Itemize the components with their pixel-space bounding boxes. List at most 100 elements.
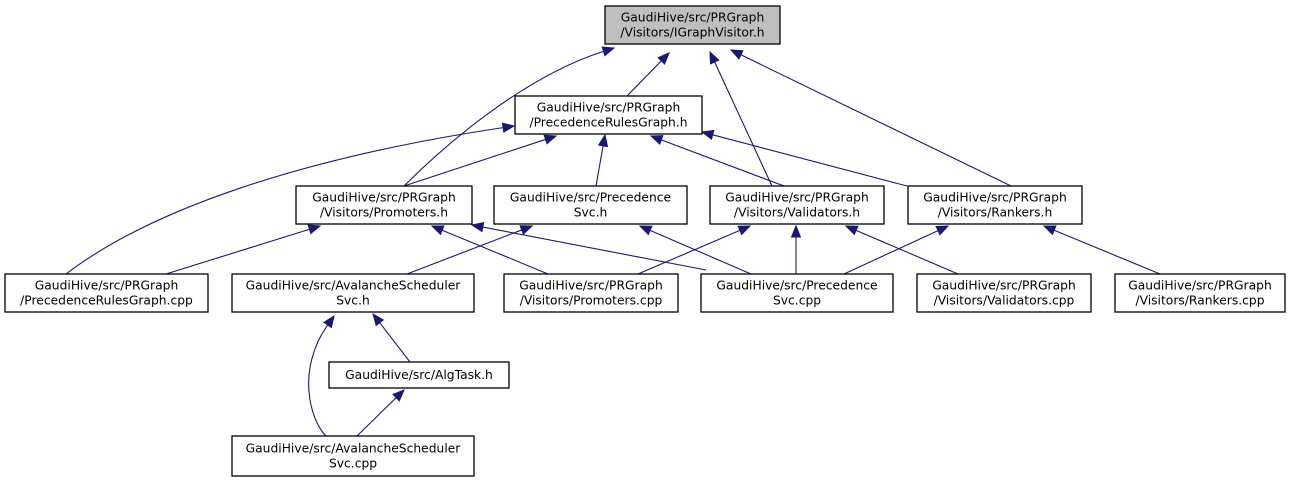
arrowhead-promoters_h <box>430 225 445 236</box>
arrowhead-igraphvisitor <box>601 46 616 57</box>
node-box[interactable] <box>295 185 473 225</box>
edge-algtask_h-to-avalanchescheduler_h <box>379 322 411 363</box>
edge-rankers_h-to-precedencerulesgraph_h <box>712 134 908 187</box>
node-label-line: /Visitors/Promoters.h <box>320 206 448 220</box>
node-label-line: /Visitors/Promoters.cpp <box>520 294 663 308</box>
node-label-line: Svc.h <box>336 294 370 308</box>
node-label-line: Svc.cpp <box>329 457 377 471</box>
edge-avalanchescheduler_h-to-precedencesvc_h <box>406 229 522 275</box>
node-box[interactable] <box>700 273 894 313</box>
edge-rankers_cpp-to-rankers_h <box>1053 229 1161 275</box>
node-box[interactable] <box>709 185 885 225</box>
node-box[interactable] <box>916 273 1092 313</box>
node-box[interactable] <box>1114 273 1286 313</box>
edges-layer <box>65 46 1161 437</box>
nodes-layer: GaudiHive/src/PRGraph/Visitors/IGraphVis… <box>4 5 1286 477</box>
node-promoters_cpp[interactable]: GaudiHive/src/PRGraph/Visitors/Promoters… <box>503 273 679 313</box>
node-label-line: /PrecedenceRulesGraph.h <box>529 116 687 130</box>
node-box[interactable] <box>503 273 679 313</box>
edge-avalanchescheduler_cpp-to-algtask_h <box>356 397 397 437</box>
arrowhead-promoters_h <box>470 222 485 233</box>
node-label-line: GaudiHive/src/PRGraph <box>312 191 456 205</box>
node-precedencerulesgraph_cpp[interactable]: GaudiHive/src/PRGraph/PrecedenceRulesGra… <box>4 273 209 313</box>
node-box[interactable] <box>493 185 688 225</box>
node-label-line: GaudiHive/src/PRGraph <box>621 11 765 25</box>
arrowhead-precedencerulesgraph_h <box>501 122 516 133</box>
node-label-line: GaudiHive/src/PRGraph <box>932 279 1076 293</box>
node-box[interactable] <box>231 273 475 313</box>
arrowhead-precedencerulesgraph_h <box>597 133 609 148</box>
edge-promoters_h-to-precedencerulesgraph_h <box>403 138 546 187</box>
node-label-line: /Visitors/Rankers.h <box>938 206 1053 220</box>
node-rankers_cpp[interactable]: GaudiHive/src/PRGraph/Visitors/Rankers.c… <box>1114 273 1286 313</box>
node-label-line: GaudiHive/src/Precedence <box>716 279 877 293</box>
node-igraphvisitor[interactable]: GaudiHive/src/PRGraph/Visitors/IGraphVis… <box>604 5 781 45</box>
node-label-line: GaudiHive/src/PRGraph <box>537 101 681 115</box>
node-label-line: GaudiHive/src/AlgTask.h <box>345 368 493 382</box>
node-label-line: GaudiHive/src/AvalancheScheduler <box>246 279 462 293</box>
edge-precedencerulesgraph_h-to-igraphvisitor <box>626 60 662 97</box>
edge-promoters_cpp-to-validators_h <box>637 229 741 275</box>
node-label-line: GaudiHive/src/PRGraph <box>35 279 179 293</box>
node-algtask_h[interactable]: GaudiHive/src/AlgTask.h <box>328 361 510 389</box>
arrowhead-precedencesvc_h <box>638 225 653 236</box>
arrowhead-validators_h <box>790 224 802 238</box>
arrowhead-rankers_h <box>1042 225 1057 236</box>
edge-validators_cpp-to-validators_h <box>855 229 959 275</box>
arrowhead-promoters_h <box>307 224 322 235</box>
edge-precedencesvc_cpp-to-rankers_h <box>843 230 939 275</box>
node-label-line: /Visitors/Validators.cpp <box>934 294 1075 308</box>
arrowhead-avalanchescheduler_h <box>323 314 335 329</box>
arrowhead-validators_h <box>737 225 752 236</box>
node-box[interactable] <box>231 435 475 477</box>
node-box[interactable] <box>604 5 781 45</box>
node-label-line: /Visitors/Rankers.cpp <box>1135 294 1264 308</box>
node-label-line: GaudiHive/src/PRGraph <box>923 191 1067 205</box>
edge-avalanchescheduler_cpp-to-avalanchescheduler_h <box>308 324 329 437</box>
edge-precedencesvc_cpp-to-precedencesvc_h <box>649 229 752 275</box>
arrowhead-avalanchescheduler_h <box>372 312 385 327</box>
node-box[interactable] <box>514 95 703 135</box>
arrowhead-precedencerulesgraph_h <box>649 135 664 145</box>
node-label-line: GaudiHive/src/PRGraph <box>1128 279 1272 293</box>
node-box[interactable] <box>4 273 209 313</box>
node-label-line: /Visitors/IGraphVisitor.h <box>620 26 764 40</box>
edge-precedencerulesgraph_cpp-to-precedencerulesgraph_h <box>65 127 504 275</box>
node-label-line: Svc.h <box>574 206 608 220</box>
node-validators_cpp[interactable]: GaudiHive/src/PRGraph/Visitors/Validator… <box>916 273 1092 313</box>
node-label-line: GaudiHive/src/AvalancheScheduler <box>246 442 462 456</box>
arrowhead-precedencesvc_h <box>519 225 534 236</box>
node-label-line: GaudiHive/src/Precedence <box>510 191 671 205</box>
node-box[interactable] <box>328 361 510 389</box>
node-label-line: GaudiHive/src/PRGraph <box>725 191 869 205</box>
arrowhead-igraphvisitor <box>729 49 744 60</box>
node-validators_h[interactable]: GaudiHive/src/PRGraph/Visitors/Validator… <box>709 185 885 225</box>
node-label-line: /Visitors/Validators.h <box>734 206 860 220</box>
node-label-line: /PrecedenceRulesGraph.cpp <box>20 294 193 308</box>
arrowhead-igraphvisitor <box>657 52 670 65</box>
arrowhead-rankers_h <box>935 225 950 236</box>
arrowhead-igraphvisitor <box>709 50 720 65</box>
node-precedencerulesgraph_h[interactable]: GaudiHive/src/PRGraph/PrecedenceRulesGra… <box>514 95 703 135</box>
edge-precedencesvc_cpp-to-promoters_h <box>482 226 707 271</box>
edge-promoters_h-to-igraphvisitor <box>403 50 604 187</box>
node-label-line: Svc.cpp <box>773 294 821 308</box>
edge-precedencerulesgraph_cpp-to-promoters_h <box>165 228 310 275</box>
edge-validators_h-to-precedencerulesgraph_h <box>661 139 785 187</box>
node-rankers_h[interactable]: GaudiHive/src/PRGraph/Visitors/Rankers.h <box>907 185 1083 225</box>
edge-validators_h-to-igraphvisitor <box>714 61 773 187</box>
edge-precedencesvc_h-to-precedencerulesgraph_h <box>595 145 604 187</box>
arrowhead-precedencerulesgraph_h <box>700 129 715 141</box>
edge-promoters_cpp-to-promoters_h <box>441 229 549 275</box>
node-label-line: GaudiHive/src/PRGraph <box>519 279 663 293</box>
arrowhead-algtask_h <box>392 389 405 402</box>
edge-rankers_h-to-igraphvisitor <box>740 54 1012 187</box>
node-box[interactable] <box>907 185 1083 225</box>
node-promoters_h[interactable]: GaudiHive/src/PRGraph/Visitors/Promoters… <box>295 185 473 225</box>
arrowhead-validators_h <box>844 225 859 236</box>
